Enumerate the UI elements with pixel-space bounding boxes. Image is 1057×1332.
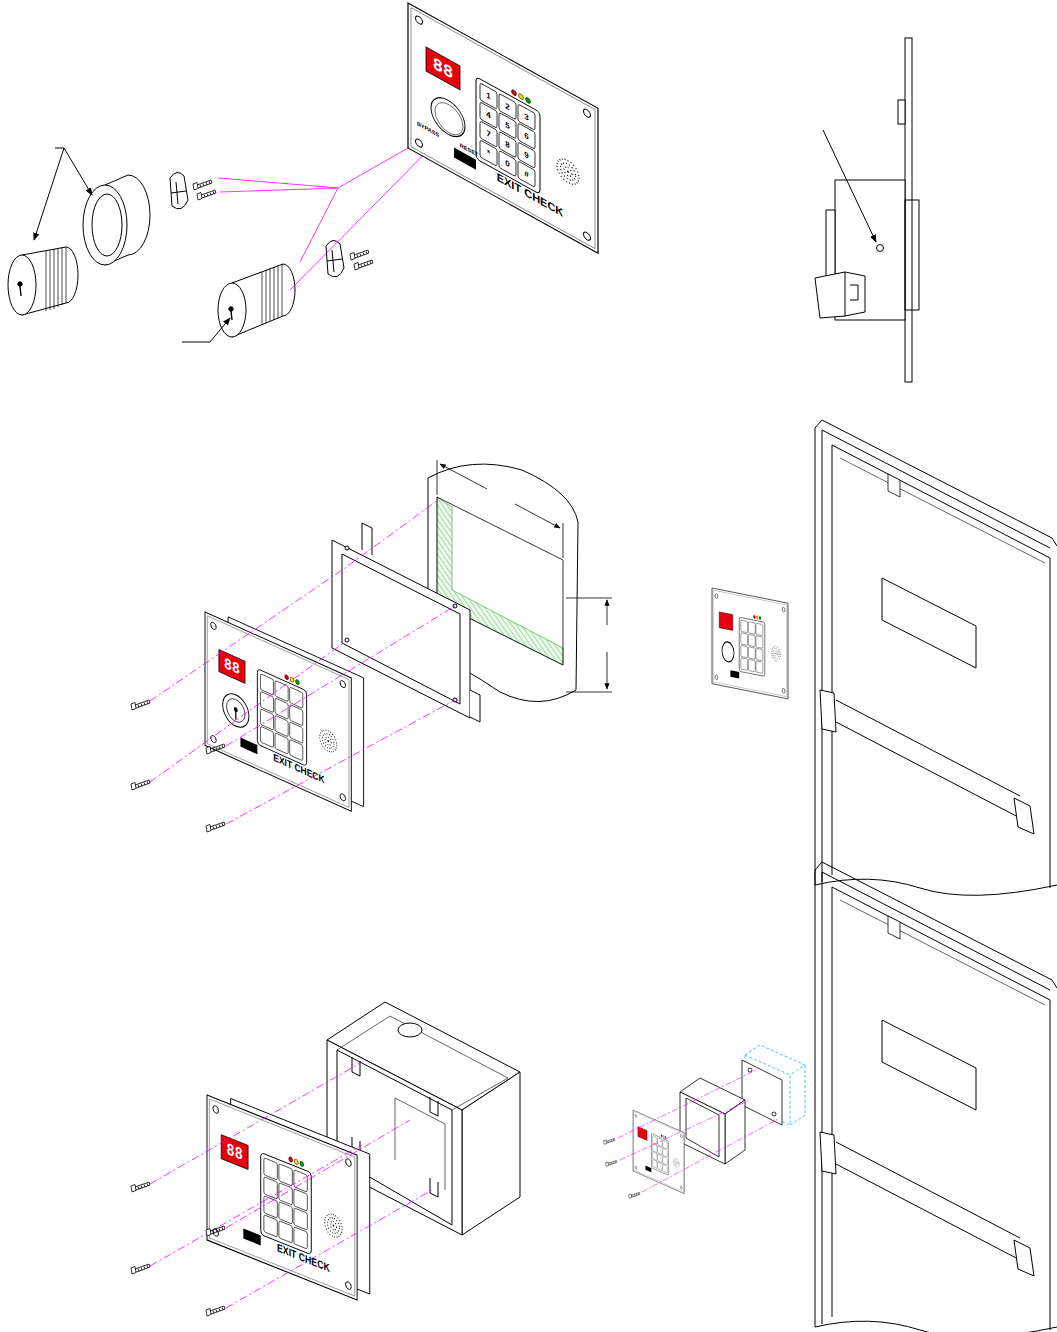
key-legend-box: 4: [480, 102, 497, 128]
display-digits: 88: [227, 1140, 243, 1163]
trim-ring: [83, 175, 150, 265]
faceplate: [207, 1095, 370, 1300]
switch-label: BYPASS: [417, 121, 439, 139]
product-name-box: EXIT CHECK: [480, 160, 580, 229]
faceplate: [408, 3, 598, 253]
mounting-plate: [742, 1060, 782, 1125]
key-legend: 5: [505, 120, 509, 130]
faceplate-text-layer: 88BYPASS RESET EXIT CHECK 1 2 3 4 5 6 7 8 9 * 0 #: [408, 3, 598, 253]
key-legend: 4: [486, 110, 490, 120]
lock-cylinder: [8, 247, 78, 315]
key-legend-box: 8: [499, 131, 516, 157]
key-legend-box: 6: [518, 123, 535, 149]
surface-box: [680, 1078, 745, 1164]
switch-label: RESET: [460, 143, 478, 159]
key-legend-box: 3: [518, 104, 535, 130]
key-legend-box: 9: [518, 142, 535, 168]
product-name: EXIT CHECK: [497, 171, 564, 219]
key-legend: 6: [524, 131, 528, 141]
key-legend: 0: [505, 158, 509, 168]
mounting-screw: [131, 1182, 225, 1316]
door: [815, 420, 1057, 895]
key-legend: 8: [505, 139, 509, 149]
product-name-box: EXIT CHECK: [260, 745, 337, 793]
switch-label-box: RESET: [456, 140, 482, 162]
key-legend: #: [524, 169, 528, 179]
door: [815, 862, 1057, 1332]
display-digits: 88: [433, 54, 453, 82]
key-legend: *: [487, 148, 490, 158]
display-digits-box: 88: [219, 650, 245, 684]
key-legend: 1: [486, 91, 490, 101]
key-legend-box: 2: [499, 93, 516, 119]
mounting-screw: [131, 700, 225, 832]
key-legend-box: 7: [480, 121, 497, 147]
product-name: EXIT CHECK: [273, 752, 324, 785]
faceplate: [205, 612, 364, 811]
leader-arrow: [34, 148, 230, 342]
alignment-line: [150, 1062, 432, 1308]
cam-plate: [170, 172, 216, 208]
faceplate: [633, 1110, 684, 1194]
product-name-box: EXIT CHECK: [264, 1235, 343, 1281]
key-legend-box: 1: [480, 83, 497, 109]
switch-label-box: BYPASS: [410, 116, 446, 144]
display-digits: 88: [224, 655, 240, 678]
key-legend-box: 5: [499, 112, 516, 138]
alignment-line: [618, 1068, 780, 1192]
lock-cylinder: [218, 264, 295, 337]
mounting-screw: [604, 1138, 640, 1198]
display-digits-box: 88: [221, 1135, 248, 1170]
product-name: EXIT CHECK: [277, 1242, 330, 1274]
display-digits-box: 88: [426, 47, 460, 90]
key-legend: 7: [486, 129, 490, 139]
key-legend-box: *: [480, 140, 497, 166]
side-view: [815, 38, 919, 382]
key-legend: 2: [505, 101, 509, 111]
door-faceplate: [712, 588, 788, 699]
key-legend: 9: [524, 150, 528, 160]
alignment-line: [150, 500, 455, 824]
key-legend: 3: [524, 112, 528, 122]
